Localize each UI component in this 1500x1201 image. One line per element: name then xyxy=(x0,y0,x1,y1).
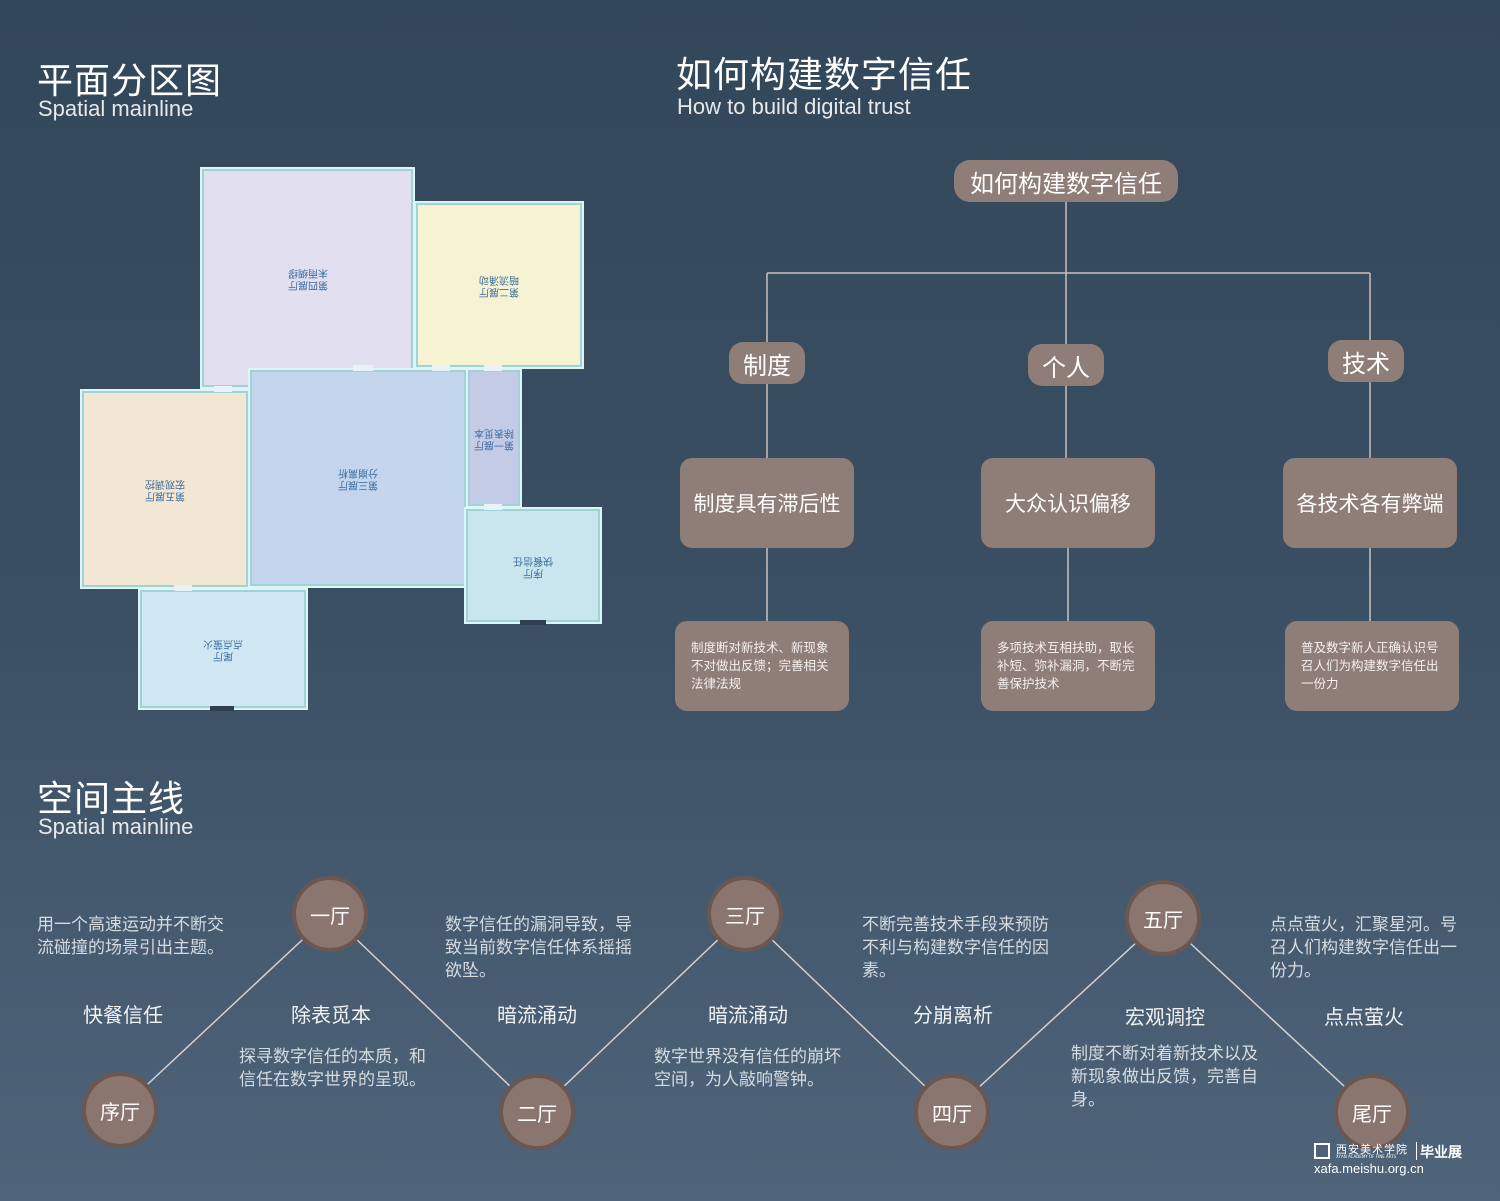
theme-hall-5: 宏观调控 xyxy=(1125,1005,1205,1029)
entrance-mark xyxy=(520,620,546,625)
exit-mark xyxy=(210,706,234,711)
trust-root: 如何构建数字信任 xyxy=(954,160,1178,202)
room-final: 尾厅 点点萤火 xyxy=(138,588,308,710)
desc-hall-1: 探寻数字信任的本质，和信任在数字世界的呈现。 xyxy=(239,1047,426,1090)
solution-institution: 制度断对新技术、新现象不对做出反馈；完善相关法律法规 xyxy=(675,621,849,711)
theme-prelude: 快餐信任 xyxy=(83,1003,163,1027)
doorway xyxy=(484,365,502,371)
branch-technology: 技术 xyxy=(1328,340,1404,382)
doorway xyxy=(484,504,502,510)
academy-url[interactable]: xafa.meishu.org.cn xyxy=(1314,1161,1424,1176)
theme-hall-2: 暗流涌动 xyxy=(497,1003,577,1027)
theme-hall-3: 暗流涌动 xyxy=(708,1003,788,1027)
doorway xyxy=(432,365,450,371)
exhibition-name: 毕业展 xyxy=(1420,1145,1462,1161)
desc-hall-4: 不断完善技术手段来预防不利与构建数字信任的因素。 xyxy=(862,915,1049,981)
trust-subtitle: How to build digital trust xyxy=(677,94,911,119)
theme-final: 点点萤火 xyxy=(1324,1005,1404,1029)
mainline-subtitle: Spatial mainline xyxy=(38,814,194,839)
floor-plan-subtitle: Spatial mainline xyxy=(38,96,194,121)
problem-institution: 制度具有滞后性 xyxy=(680,458,854,548)
problem-individual: 大众认识偏移 xyxy=(981,458,1155,548)
doorway xyxy=(174,585,192,591)
trust-title: 如何构建数字信任 xyxy=(676,55,973,96)
academy-name-en: XI'AN ACADEMY OF FINE ARTS xyxy=(1336,1154,1397,1159)
theme-hall-4: 分崩离析 xyxy=(913,1003,993,1027)
solution-individual: 多项技术互相扶助，取长补短、弥补漏洞，不断完善保护技术 xyxy=(981,621,1155,711)
academy-emblem-icon xyxy=(1314,1143,1330,1159)
academy-logo: 西安美术学院 XI'AN ACADEMY OF FINE ARTS 毕业展 xa… xyxy=(1314,1141,1474,1181)
logo-divider xyxy=(1416,1142,1417,1160)
theme-hall-1: 除表觅本 xyxy=(291,1003,371,1027)
room-hall-5: 第五展厅 宏观调控 xyxy=(80,389,250,589)
node-hall-5: 五厅 xyxy=(1125,880,1201,956)
floor-plan-title: 平面分区图 xyxy=(37,61,223,102)
problem-technology: 各技术各有弊端 xyxy=(1283,458,1457,548)
doorway xyxy=(353,365,373,371)
node-prelude: 序厅 xyxy=(82,1072,158,1148)
desc-hall-5: 制度不断对着新技术以及新现象做出反馈，完善自身。 xyxy=(1071,1044,1258,1110)
node-final: 尾厅 xyxy=(1334,1074,1410,1150)
desc-prelude: 用一个高速运动并不断交流碰撞的场景引出主题。 xyxy=(37,915,224,958)
desc-hall-3: 数字世界没有信任的崩坏空间，为人敲响警钟。 xyxy=(654,1047,841,1090)
doorway xyxy=(214,386,232,392)
branch-institution: 制度 xyxy=(729,342,805,384)
solution-technology: 普及数字新人正确认识号召人们为构建数字信任出一份力 xyxy=(1285,621,1459,711)
mainline-title: 空间主线 xyxy=(37,779,186,820)
branch-individual: 个人 xyxy=(1028,344,1104,386)
room-prelude: 序厅 快餐信任 xyxy=(464,507,602,624)
node-hall-3: 三厅 xyxy=(707,876,783,952)
academy-name: 西安美术学院 xyxy=(1336,1143,1408,1156)
desc-hall-2: 数字信任的漏洞导致，导致当前数字信任体系摇摇欲坠。 xyxy=(445,915,632,981)
room-hall-3: 第三展厅 分崩离析 xyxy=(248,368,468,588)
node-hall-1: 一厅 xyxy=(292,876,368,952)
node-hall-2: 二厅 xyxy=(499,1074,575,1150)
node-hall-4: 四厅 xyxy=(914,1074,990,1150)
desc-final: 点点萤火，汇聚星河。号召人们构建数字信任出一份力。 xyxy=(1270,915,1457,981)
